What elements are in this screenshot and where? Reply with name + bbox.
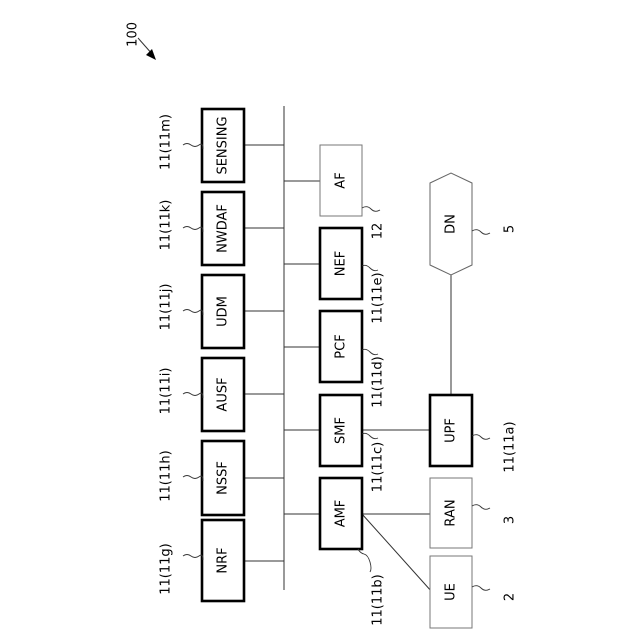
figure-ref-arrow bbox=[138, 38, 156, 60]
middle-column-connectors bbox=[284, 181, 320, 514]
nrf-node: NRF bbox=[202, 520, 244, 601]
nrf-label: NRF bbox=[216, 547, 231, 573]
upf-label: UPF bbox=[444, 418, 459, 443]
nef-label: NEF bbox=[334, 251, 349, 276]
smf-ref: 11(11c) bbox=[371, 442, 386, 492]
pcf-label: PCF bbox=[334, 334, 349, 358]
upf-node: UPF bbox=[430, 395, 472, 466]
nssf-node: NSSF bbox=[202, 441, 244, 515]
ausf-node: AUSF bbox=[202, 358, 244, 431]
ausf-ref: 11(11i) bbox=[159, 368, 174, 415]
ran-label: RAN bbox=[444, 499, 459, 526]
ran-node: RAN bbox=[430, 478, 472, 548]
dn-label: DN bbox=[444, 214, 459, 234]
upf-ref: 11(11a) bbox=[503, 421, 518, 472]
smf-label: SMF bbox=[334, 417, 349, 444]
sensing-ref: 11(11m) bbox=[159, 114, 174, 170]
nwdaf-label: NWDAF bbox=[216, 204, 231, 253]
ue-node: UE bbox=[430, 556, 472, 628]
sensing-node: SENSING bbox=[202, 109, 244, 182]
ue-label: UE bbox=[444, 583, 459, 601]
udm-label: UDM bbox=[216, 296, 231, 327]
nef-node: NEF bbox=[320, 228, 362, 299]
af-node: AF bbox=[320, 145, 362, 216]
amf-label: AMF bbox=[334, 500, 349, 528]
pcf-ref: 11(11d) bbox=[371, 356, 386, 407]
ausf-label: AUSF bbox=[216, 377, 231, 411]
nssf-label: NSSF bbox=[216, 461, 231, 495]
dn-node: DN bbox=[430, 173, 472, 275]
udm-ref: 11(11j) bbox=[159, 284, 174, 331]
left-column-connectors bbox=[244, 145, 284, 561]
smf-node: SMF bbox=[320, 395, 362, 466]
sensing-label: SENSING bbox=[216, 116, 231, 174]
ran-ref: 3 bbox=[503, 516, 518, 524]
nef-ref: 11(11e) bbox=[371, 272, 386, 323]
af-label: AF bbox=[334, 172, 349, 188]
figure-ref-label: 100 bbox=[126, 22, 141, 47]
amf-ref: 11(11b) bbox=[371, 574, 386, 625]
dn-ref: 5 bbox=[503, 225, 518, 233]
nrf-ref: 11(11g) bbox=[159, 543, 174, 594]
nwdaf-node: NWDAF bbox=[202, 192, 244, 265]
pcf-node: PCF bbox=[320, 311, 362, 382]
nwdaf-ref: 11(11k) bbox=[159, 200, 174, 251]
ue-ref: 2 bbox=[503, 593, 518, 601]
amf-node: AMF bbox=[320, 478, 362, 549]
nssf-ref: 11(11h) bbox=[159, 450, 174, 501]
af-ref: 12 bbox=[371, 223, 386, 240]
udm-node: UDM bbox=[202, 275, 244, 348]
